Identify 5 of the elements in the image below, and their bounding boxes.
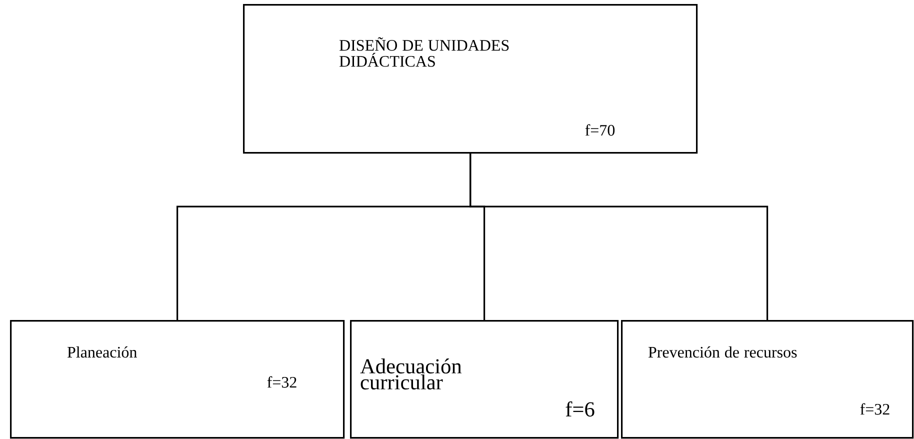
box: Adecuación curricular f=6 bbox=[350, 320, 619, 439]
box: DISEÑO DE UNIDADES DIDÁCTICAS f=70 bbox=[243, 4, 698, 154]
connector bbox=[470, 154, 768, 320]
box: Prevención de recursos f=32 bbox=[621, 320, 914, 439]
box: Planeación f=32 bbox=[10, 320, 345, 439]
